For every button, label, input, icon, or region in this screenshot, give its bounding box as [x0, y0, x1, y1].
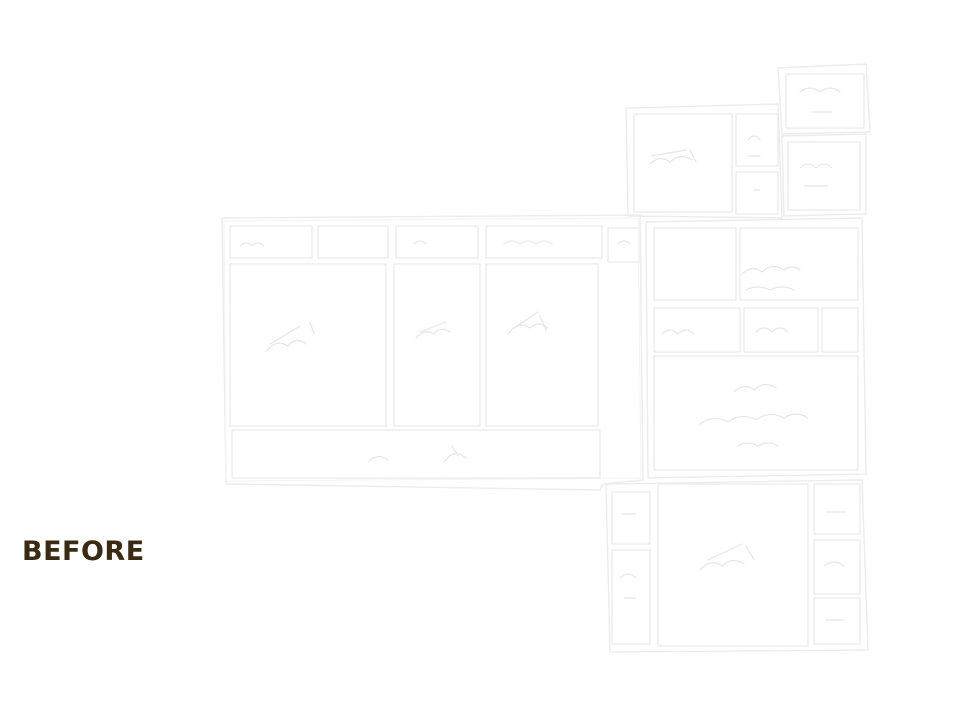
room: [485, 225, 603, 259]
room: [231, 429, 601, 479]
room: [229, 225, 313, 259]
upper-right-block: [625, 63, 871, 219]
room: [813, 597, 861, 645]
room: [743, 307, 819, 353]
room: [229, 263, 387, 427]
left-block: [221, 214, 644, 491]
room: [611, 491, 651, 545]
room: [739, 227, 859, 301]
right-middle-block: [645, 217, 867, 479]
room: [787, 141, 861, 211]
room: [653, 227, 737, 301]
room: [785, 73, 865, 129]
room: [653, 307, 741, 353]
room: [813, 483, 861, 535]
room: [485, 263, 599, 427]
room: [813, 539, 861, 595]
room: [395, 225, 479, 259]
room: [653, 355, 859, 471]
room: [735, 113, 779, 167]
before-label: BEFORE: [22, 536, 145, 567]
room: [735, 171, 779, 215]
room: [607, 227, 641, 263]
bottom-right-block: [605, 479, 869, 653]
room: [633, 113, 733, 213]
room: [393, 263, 481, 427]
room: [611, 549, 651, 645]
room: [317, 225, 389, 259]
room: [821, 307, 859, 353]
room: [657, 483, 809, 647]
